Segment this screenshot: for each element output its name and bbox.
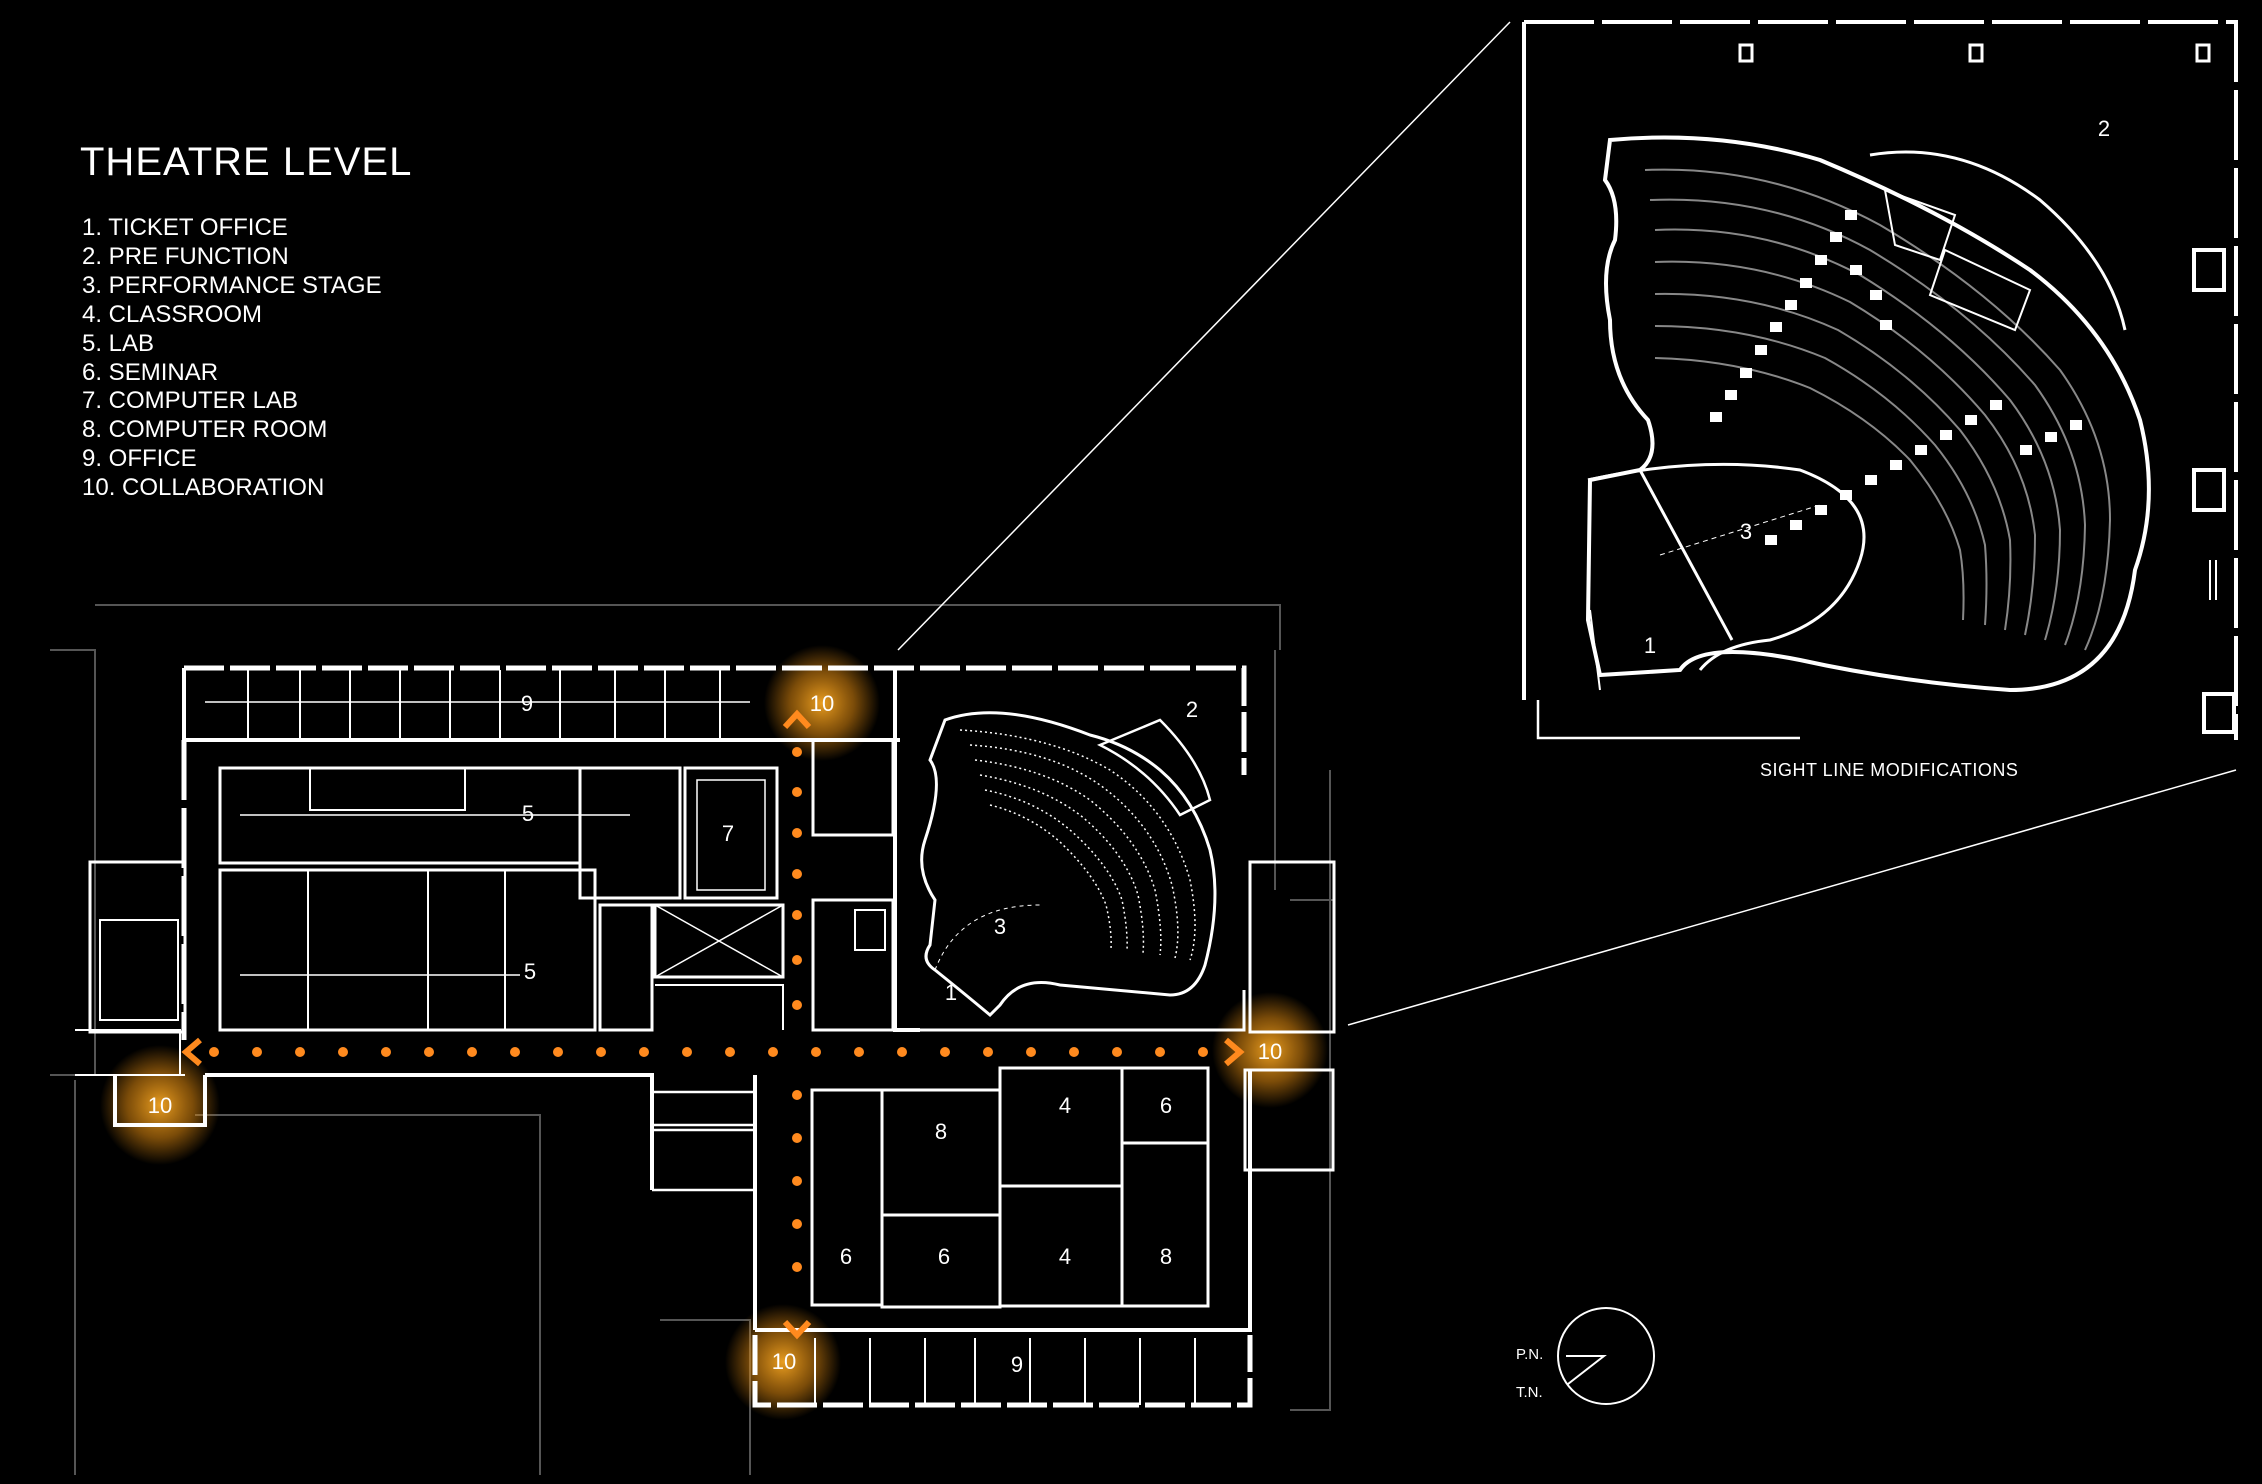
label-stage: 3 <box>994 914 1006 939</box>
arrow-north-icon <box>782 709 812 730</box>
label-office-bottom: 9 <box>1011 1352 1023 1377</box>
building-walls <box>75 665 1336 1408</box>
label-room4-a: 4 <box>1059 1093 1071 1118</box>
circulation-dots-vertical <box>792 747 802 1272</box>
label-collab-right: 10 <box>1258 1039 1282 1064</box>
legend-item: 6. SEMINAR <box>82 358 219 386</box>
inset-connector-lines <box>897 21 2237 1026</box>
arrow-east-icon <box>1224 1037 1245 1067</box>
plan-title: THEATRE LEVEL <box>80 140 413 184</box>
legend-item: 1. TICKET OFFICE <box>82 214 288 241</box>
label-room6-b: 6 <box>840 1244 852 1269</box>
legend-item: 5. LAB <box>82 329 155 357</box>
label-room6-a: 6 <box>1160 1093 1172 1118</box>
plan-room-labels: 9 10 2 5 7 3 5 1 10 10 8 4 6 6 6 4 8 10 … <box>148 691 1282 1377</box>
label-office-top: 9 <box>521 691 533 716</box>
inset-label-stage: 3 <box>1740 519 1752 544</box>
inset-room-labels: 2 3 1 <box>1644 116 2110 658</box>
legend-item: 2. PRE FUNCTION <box>82 242 289 270</box>
inset-caption: SIGHT LINE MODIFICATIONS <box>1760 760 2019 780</box>
inset-auditorium-detail <box>1522 20 2238 740</box>
label-lab-lower: 5 <box>524 959 536 984</box>
legend-item: 4. CLASSROOM <box>82 300 263 328</box>
site-context-lines <box>50 604 1335 1475</box>
legend-item: 8. COMPUTER ROOM <box>82 416 328 444</box>
plan-auditorium <box>920 711 1217 1018</box>
room-legend: 1. TICKET OFFICE 2. PRE FUNCTION 3. PERF… <box>82 214 382 503</box>
label-collab-top: 10 <box>810 691 834 716</box>
inset-label-ticket: 1 <box>1644 633 1656 658</box>
legend-item: 10. COLLABORATION <box>82 474 325 502</box>
arrow-south-icon <box>782 1319 812 1340</box>
circulation-dots-horizontal <box>209 1047 1208 1057</box>
label-ticket: 1 <box>945 980 957 1005</box>
label-room6-c: 6 <box>938 1244 950 1269</box>
label-room8-a: 8 <box>935 1119 947 1144</box>
label-collab-left: 10 <box>148 1093 172 1118</box>
label-room8-b: 8 <box>1160 1244 1172 1269</box>
label-collab-bottom: 10 <box>772 1349 796 1374</box>
label-computer-lab: 7 <box>722 821 734 846</box>
north-compass-icon <box>1557 1307 1655 1405</box>
true-north-label: T.N. <box>1516 1384 1543 1401</box>
legend-item: 3. PERFORMANCE STAGE <box>82 271 382 299</box>
legend-item: 9. OFFICE <box>82 445 197 473</box>
inset-label-prefunction: 2 <box>2098 116 2110 141</box>
collaboration-glows <box>100 645 1328 1420</box>
label-prefunction: 2 <box>1186 697 1198 722</box>
label-lab-upper: 5 <box>522 801 534 826</box>
legend-item: 7. COMPUTER LAB <box>82 387 299 415</box>
circulation-route <box>181 709 1245 1340</box>
label-room4-b: 4 <box>1059 1244 1071 1269</box>
plan-north-label: P.N. <box>1516 1346 1544 1363</box>
arrow-west-icon <box>181 1037 202 1067</box>
